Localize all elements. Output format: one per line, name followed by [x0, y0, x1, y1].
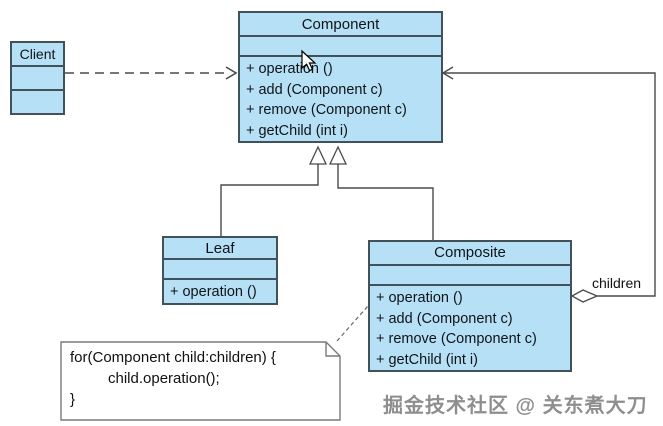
class-box-composite: Composite + operation () + add (Componen… — [368, 240, 572, 372]
method-operation: + operation () — [246, 61, 333, 77]
generalization-line-leaf — [220, 164, 319, 236]
aggregation-label-children: children — [592, 275, 642, 291]
class-methods-composite: + operation () + add (Component c) + rem… — [370, 286, 570, 370]
class-box-client: Client — [10, 41, 65, 115]
class-title-composite: Composite — [370, 242, 570, 266]
note-anchor-line — [336, 305, 369, 342]
note-line-3: } — [70, 391, 76, 408]
method-remove: + remove (Component c) — [376, 331, 537, 347]
class-attrs-leaf — [164, 260, 276, 280]
generalization-triangle-composite-icon — [328, 145, 348, 165]
open-arrowhead-left-icon — [441, 66, 454, 80]
method-operation: + operation () — [376, 290, 463, 306]
method-remove: + remove (Component c) — [246, 102, 407, 118]
watermark-text: 掘金技术社区 @ 关东煮大刀 — [383, 395, 648, 417]
method-add: + add (Component c) — [376, 310, 513, 327]
class-attrs-composite — [370, 266, 570, 286]
class-attrs-client — [12, 67, 63, 91]
class-title-component: Component — [240, 13, 441, 38]
open-arrowhead-right-icon — [225, 66, 238, 80]
generalization-line-composite — [337, 164, 434, 240]
note-line-1: for(Component child:children) { — [70, 349, 276, 366]
method-add: + add (Component c) — [246, 81, 383, 98]
method-getchild: + getChild (int i) — [246, 122, 348, 139]
class-methods-component: + operation () + add (Component c) + rem… — [240, 57, 441, 141]
class-attrs-component — [240, 37, 441, 57]
method-operation: + operation () — [170, 284, 257, 300]
class-methods-leaf: + operation () — [164, 280, 276, 303]
note-fold-corner-icon — [325, 342, 340, 357]
note-line-2: child.operation(); — [108, 370, 220, 387]
class-box-leaf: Leaf + operation () — [162, 236, 278, 305]
class-methods-client — [12, 91, 63, 113]
class-title-client: Client — [12, 43, 63, 67]
aggregation-diamond-icon — [570, 289, 599, 303]
class-box-component: Component + operation () + add (Componen… — [238, 11, 443, 143]
generalization-triangle-leaf-icon — [308, 145, 328, 165]
method-getchild: + getChild (int i) — [376, 351, 478, 368]
class-title-leaf: Leaf — [164, 238, 276, 260]
